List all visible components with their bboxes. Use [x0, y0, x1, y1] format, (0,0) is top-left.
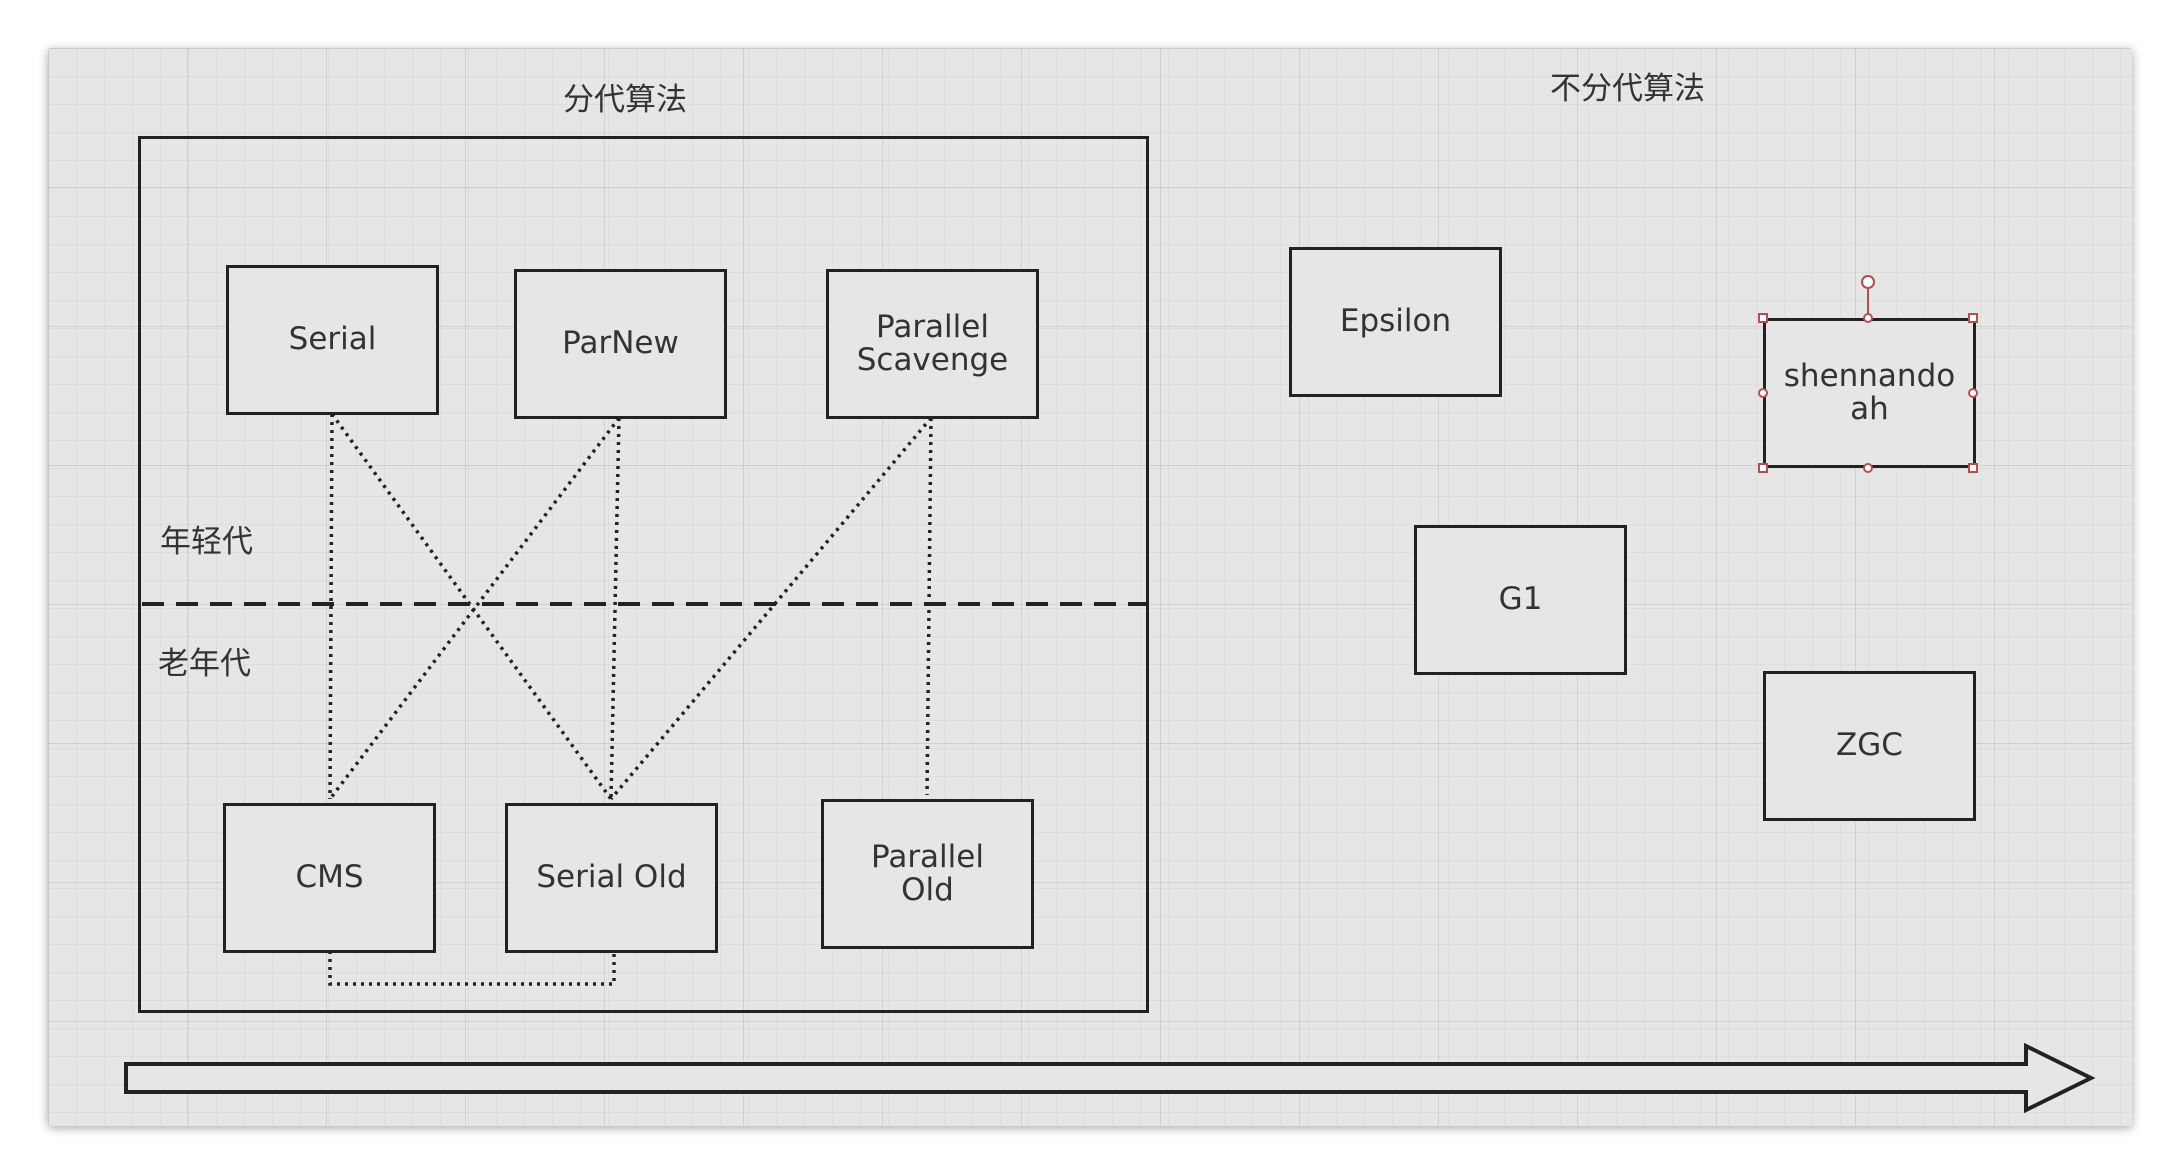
- combination-lines: [328, 412, 933, 986]
- generational-frame[interactable]: [138, 136, 1149, 1013]
- old-generation-label: 老年代: [158, 646, 251, 682]
- resize-handle-bottom-left[interactable]: [1758, 463, 1768, 473]
- resize-handle-top-left[interactable]: [1758, 313, 1768, 323]
- link-serial-cms: [328, 413, 334, 800]
- node-serial-old[interactable]: Serial Old: [505, 803, 718, 953]
- node-parnew[interactable]: ParNew: [514, 269, 727, 419]
- node-parallel-scavenge[interactable]: Parallel Scavenge: [826, 269, 1039, 419]
- node-parallel-old-label: Parallel Old: [871, 838, 984, 908]
- non-generational-title: 不分代算法: [1550, 71, 1705, 107]
- resize-handle-top[interactable]: [1863, 313, 1873, 323]
- link-cms-serial-old: [328, 951, 616, 986]
- node-serial-old-label: Serial Old: [536, 859, 687, 896]
- node-cms-label: CMS: [295, 859, 364, 896]
- node-shenandoah-label: shennando ah: [1783, 357, 1956, 427]
- node-zgc[interactable]: ZGC: [1763, 671, 1976, 821]
- link-parnew-serial-old: [609, 417, 621, 800]
- link-parallel-scavenge-serial-old: [609, 416, 933, 801]
- node-epsilon-label: Epsilon: [1339, 303, 1452, 340]
- young-generation-label: 年轻代: [160, 524, 253, 560]
- node-shenandoah[interactable]: shennando ah: [1763, 318, 1976, 468]
- resize-handle-left[interactable]: [1758, 388, 1768, 398]
- node-parnew-label: ParNew: [562, 325, 679, 362]
- diagram-canvas[interactable]: 分代算法 不分代算法 年轻代 老年代 Serial ParNew Paralle…: [48, 48, 2132, 1126]
- resize-handle-bottom[interactable]: [1863, 463, 1873, 473]
- node-parallel-old[interactable]: Parallel Old: [821, 799, 1034, 949]
- node-g1[interactable]: G1: [1414, 525, 1627, 675]
- generational-title: 分代算法: [563, 82, 687, 118]
- node-parallel-scavenge-label: Parallel Scavenge: [856, 308, 1009, 378]
- node-g1-label: G1: [1498, 581, 1543, 618]
- node-zgc-label: ZGC: [1836, 727, 1903, 764]
- resize-handle-top-right[interactable]: [1968, 313, 1978, 323]
- link-serial-serial-old: [330, 412, 613, 801]
- node-serial[interactable]: Serial: [226, 265, 439, 415]
- resize-handle-bottom-right[interactable]: [1968, 463, 1978, 473]
- node-cms[interactable]: CMS: [223, 803, 436, 953]
- rotate-handle[interactable]: [1861, 275, 1875, 289]
- timeline-arrow: [124, 1042, 2096, 1114]
- node-epsilon[interactable]: Epsilon: [1289, 247, 1502, 397]
- node-serial-label: Serial: [288, 321, 377, 358]
- connector-layer: [124, 288, 2096, 1114]
- resize-handle-right[interactable]: [1968, 388, 1978, 398]
- link-parallel-scavenge-parallel-old: [925, 417, 933, 796]
